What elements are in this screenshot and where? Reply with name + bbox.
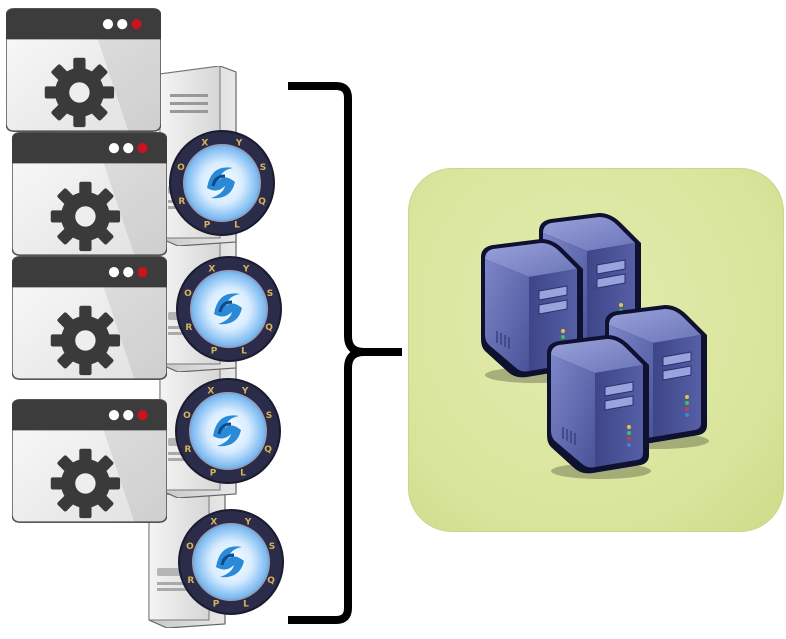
ring-letter: Q [258, 197, 266, 207]
proxy-node-stack: P R O X Y S Q L P R O X Y S Q L P R O X Y S Q L P R O X Y S Q L [6, 8, 285, 628]
proxysql-ring-letters: P R O X Y S Q L [186, 518, 275, 610]
ring-letter: Y [241, 387, 249, 397]
ring-letter: P [204, 220, 211, 230]
ring-letter: Y [235, 139, 243, 149]
ring-letter: L [241, 346, 247, 356]
app-window-3 [12, 256, 167, 380]
proxy-node-2: P R O X Y S Q L [159, 192, 283, 372]
backend-cluster-box [408, 168, 784, 532]
ring-letter: O [183, 411, 191, 421]
ring-letter: Q [265, 323, 273, 333]
curly-brace [288, 82, 402, 624]
ring-letter: Q [264, 445, 272, 455]
backend-servers [480, 212, 710, 480]
proxysql-ring-letters: P R O X Y S Q L [177, 139, 266, 231]
proxysql-logo [177, 508, 285, 616]
ring-letter: L [240, 468, 246, 478]
proxysql-ring-letters: P R O X Y S Q L [183, 387, 272, 479]
proxysql-logo [174, 377, 282, 485]
ring-letter: L [234, 220, 240, 230]
ring-letter: X [210, 518, 217, 528]
app-window-4 [12, 398, 167, 524]
proxysql-logo [175, 255, 283, 363]
ring-letter: L [243, 599, 249, 609]
ring-letter: P [213, 599, 220, 609]
ring-letter: R [178, 197, 185, 207]
ring-letter: O [177, 163, 185, 173]
ring-letter: X [201, 139, 208, 149]
ring-letter: O [184, 289, 192, 299]
ring-letter: S [269, 542, 275, 552]
proxysql-logo [168, 129, 276, 237]
app-window-2 [12, 132, 167, 256]
ring-letter: P [211, 346, 218, 356]
ring-letter: R [184, 445, 191, 455]
ring-letter: S [267, 289, 273, 299]
ring-letter: R [185, 323, 192, 333]
ring-letter: P [210, 468, 217, 478]
ring-letter: R [187, 576, 194, 586]
ring-letter: Y [244, 518, 252, 528]
server-rack-icon [546, 334, 652, 480]
ring-letter: X [207, 387, 214, 397]
proxy-node-4: P R O X Y S Q L [148, 448, 285, 628]
proxy-node-1: P R O X Y S Q L [159, 66, 276, 246]
ring-letter: S [266, 411, 272, 421]
proxy-node-3: P R O X Y S Q L [159, 318, 282, 498]
ring-letter: X [208, 265, 215, 275]
app-window-1 [6, 8, 161, 132]
ring-letter: Q [267, 576, 275, 586]
ring-letter: Y [242, 265, 250, 275]
ring-letter: O [186, 542, 194, 552]
proxysql-ring-letters: P R O X Y S Q L [184, 265, 273, 357]
ring-letter: S [260, 163, 266, 173]
